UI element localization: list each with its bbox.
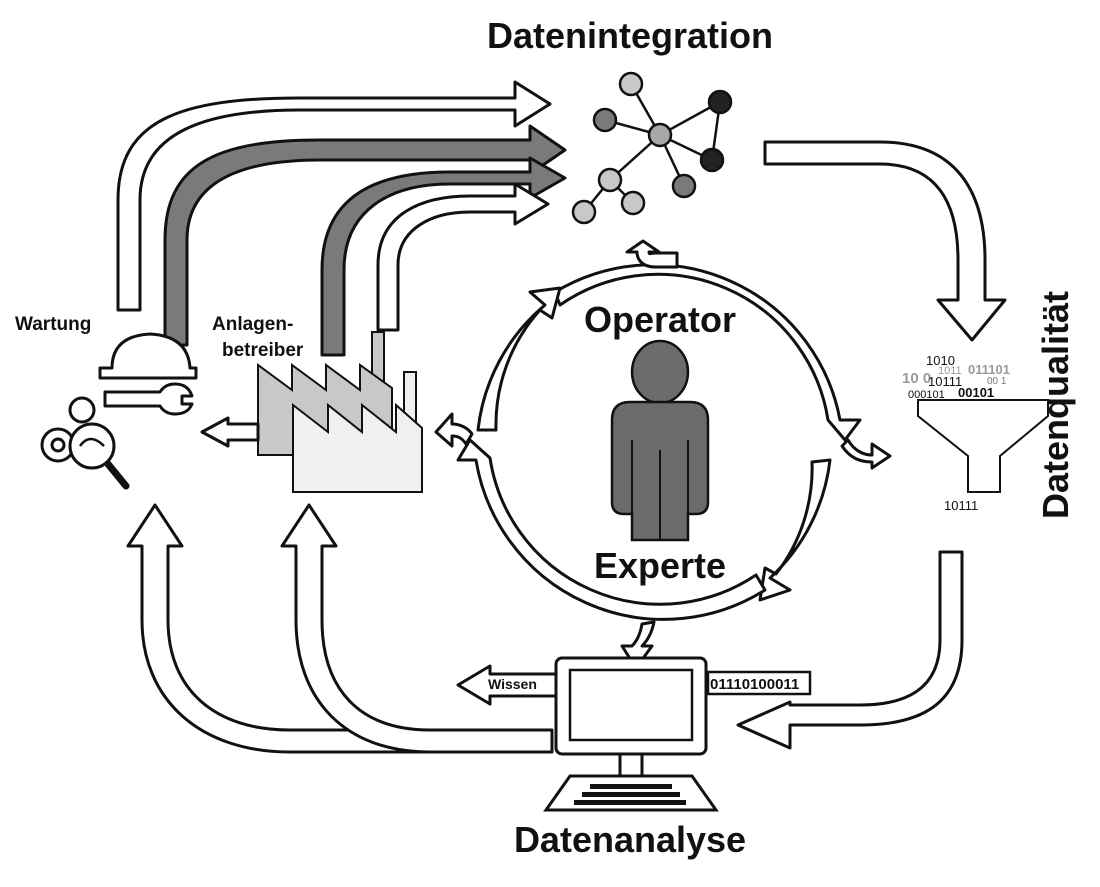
- quality-code-bits: 1010 10 0 1011 011101 10111 00 1 000101 …: [902, 353, 1010, 401]
- arrow-analysis-to-operator: [280, 503, 554, 754]
- expert-label: Experte: [594, 545, 726, 586]
- helmet-icon: [98, 332, 198, 380]
- arrow-operator-to-integration-gray: [320, 156, 567, 357]
- operator-expert-cycle: [434, 239, 892, 670]
- arrow-factory-to-maintenance: [200, 416, 260, 448]
- operator-label: Operator: [584, 299, 736, 340]
- knowledge-arrow: [456, 664, 558, 706]
- gear-icon: [40, 396, 96, 463]
- magnifier-icon: [68, 422, 130, 490]
- code-10111-bottom: 10111: [944, 498, 978, 513]
- arrow-maintenance-to-integration-outer: [116, 80, 552, 312]
- code-1011: 1011: [938, 365, 962, 377]
- title-datenanalyse: Datenanalyse: [514, 819, 746, 860]
- label-wartung: Wartung: [15, 314, 91, 335]
- arrow-operator-to-integration-small: [376, 182, 550, 332]
- code-00101: 00101: [958, 385, 994, 400]
- title-datenintegration: Datenintegration: [487, 15, 773, 56]
- label-betreiber: betreiber: [222, 340, 304, 361]
- funnel-icon: [917, 399, 1049, 493]
- arrow-maintenance-to-integration-gray: [163, 124, 567, 347]
- code-10-0: 10 0: [902, 370, 931, 387]
- factory-icon: [257, 331, 423, 493]
- arrow-integration-to-quality: [763, 140, 1007, 342]
- code-011101: 011101: [968, 362, 1010, 377]
- arrow-analysis-to-maintenance: [126, 503, 517, 754]
- code-10111-top: 10111: [928, 374, 962, 389]
- code-00-1: 00 1: [987, 376, 1007, 387]
- code-000101: 000101: [908, 389, 945, 401]
- label-anlagen: Anlagen-: [212, 314, 293, 335]
- wrench-icon: [103, 382, 194, 416]
- binary-stream-box: [706, 670, 812, 696]
- person-icon: [610, 339, 710, 542]
- network-graph-icon: [571, 71, 733, 225]
- arrow-quality-to-analysis: [736, 550, 964, 750]
- binary-stream-label: 01110100011: [710, 676, 799, 693]
- code-1010: 1010: [926, 353, 955, 368]
- knowledge-label: Wissen: [488, 676, 537, 692]
- computer-icon: [543, 656, 719, 812]
